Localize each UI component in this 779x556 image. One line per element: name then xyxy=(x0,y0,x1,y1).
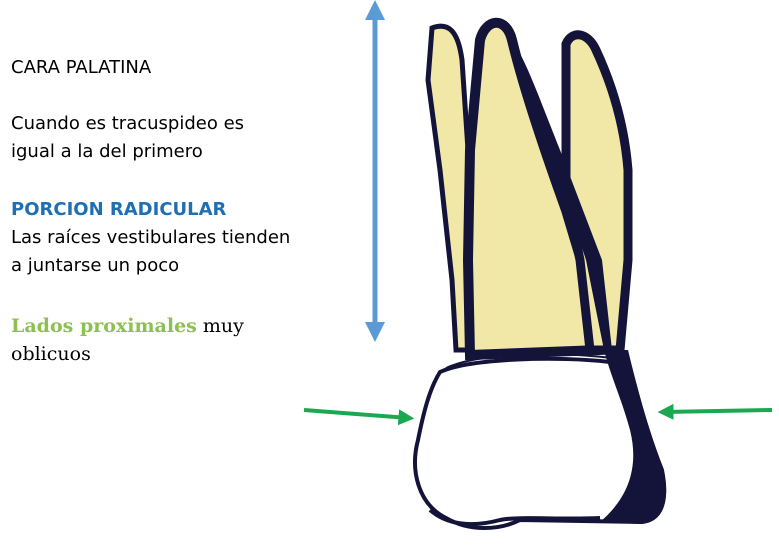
slide-title: CARA PALATINA xyxy=(11,57,152,78)
left-proximal-arrow xyxy=(303,408,415,426)
proximal-rest: muy oblicuos xyxy=(11,315,244,365)
right-proximal-arrow xyxy=(657,403,773,420)
section-heading: PORCION RADICULAR xyxy=(11,199,227,220)
crown-shadow xyxy=(600,350,667,524)
occlusal-edge xyxy=(428,508,601,527)
proximal-highlight: Lados proximales xyxy=(11,315,197,337)
root-right xyxy=(561,30,633,355)
description-proximal: Lados proximales muy oblicuos xyxy=(11,312,291,368)
root-shadow xyxy=(512,40,612,350)
description-crown: Cuando es tracuspideo es igual a la del … xyxy=(11,113,245,162)
description-roots: Las raíces vestibulares tienden a juntar… xyxy=(11,227,291,276)
cervical-line xyxy=(445,353,613,369)
root-left xyxy=(425,23,477,353)
